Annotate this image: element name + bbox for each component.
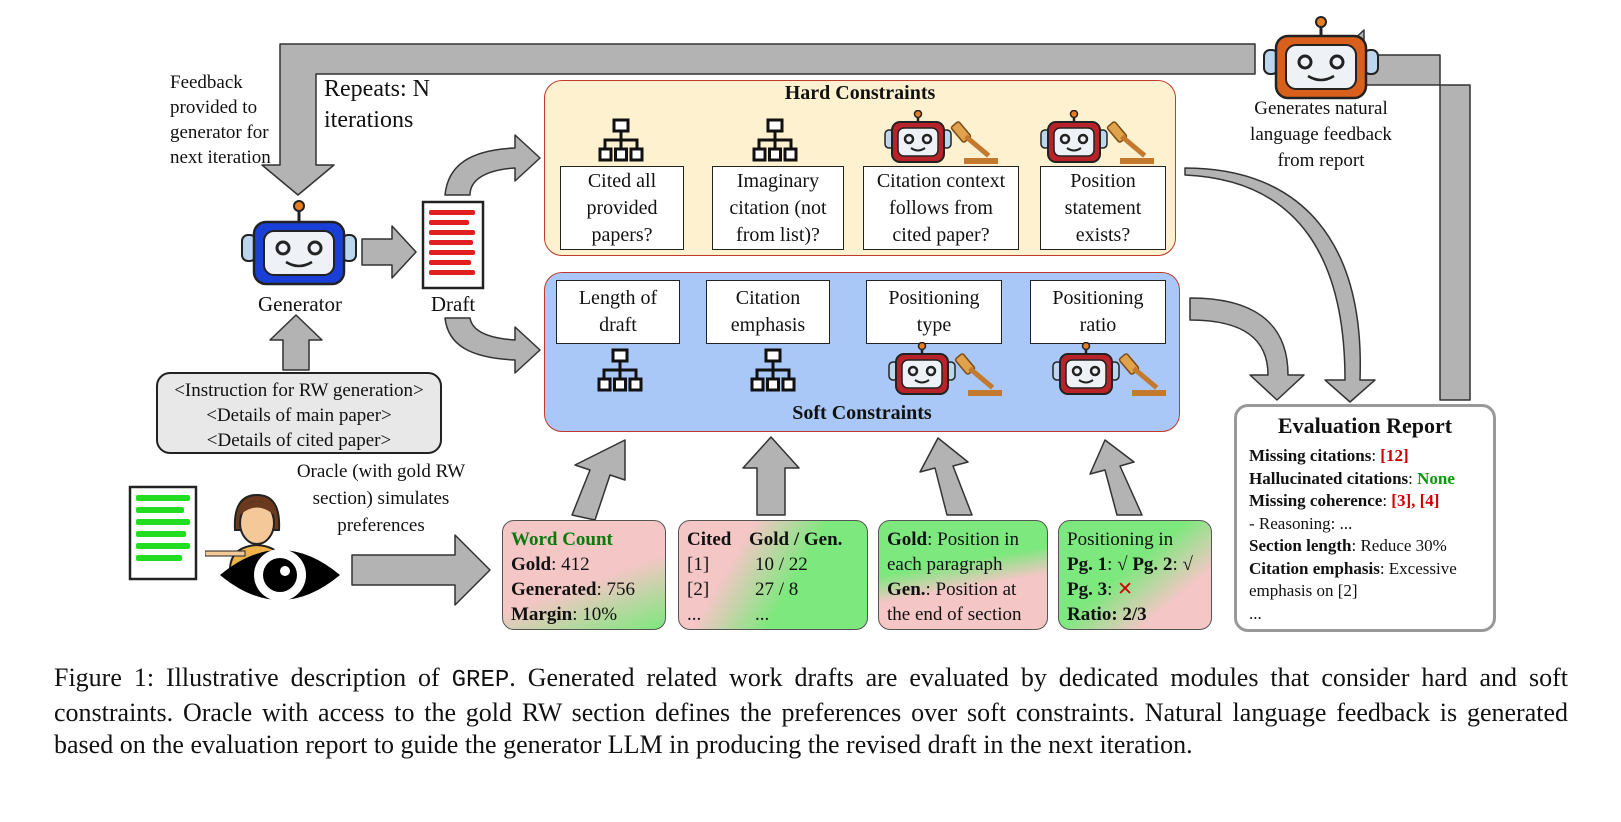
oracle-person-eye-icon	[205, 493, 340, 601]
draft-to-soft-arrow	[444, 317, 541, 374]
feedback-note: Feedback provided to generator for next …	[170, 72, 271, 168]
instruction-box: <Instruction for RW generation> <Details…	[156, 372, 442, 454]
hierarchy-icon	[750, 348, 796, 392]
citations-up-arrow	[742, 436, 800, 516]
report-title: Evaluation Report	[1277, 413, 1453, 438]
ratio-up-arrow	[1089, 439, 1143, 516]
generator-robot-icon	[241, 200, 357, 286]
word-count-title: Word Count	[511, 529, 613, 550]
report-hallucinated: Hallucinated citations: None	[1249, 468, 1455, 488]
robot-judge-icon	[1052, 342, 1166, 396]
report-emphasis: Citation emphasis: Excessive	[1249, 558, 1457, 578]
arrows-layer	[261, 29, 1471, 606]
report-reasoning: - Reasoning: ...	[1249, 513, 1353, 533]
table-row: ......	[687, 604, 770, 625]
wordcount-up-arrow	[571, 439, 626, 521]
hard-constraints-title: Hard Constraints	[784, 82, 936, 104]
feedback-robot-icon	[1263, 16, 1379, 100]
instructions-to-generator-arrow	[269, 314, 323, 371]
report-missing-citations: Missing citations: [12]	[1249, 446, 1409, 465]
word-count-card: Word Count Gold: 412 Generated: 756 Marg…	[502, 520, 666, 630]
draft-label: Draft	[430, 292, 476, 316]
draft-document-icon	[421, 200, 485, 290]
oracle-to-cards-arrow	[351, 534, 491, 606]
oracle-text: Oracle (with gold RW section) simulates …	[296, 461, 466, 536]
hierarchy-icon	[752, 118, 798, 162]
hard-to-report-arrow	[1184, 167, 1376, 403]
position-up-arrow	[919, 437, 973, 516]
hierarchy-icon	[597, 348, 643, 392]
figure-caption: Figure 1: Illustrative description of GR…	[54, 663, 1568, 759]
soft-to-report-arrow	[1189, 297, 1305, 401]
cited-paper-line: <Details of cited paper>	[206, 430, 392, 451]
robot-judge-icon	[888, 342, 1002, 396]
main-paper-line: <Details of main paper>	[206, 405, 392, 426]
feedback-generator-text: Generates natural language feedback from…	[1250, 98, 1392, 171]
grep-diagram: Feedback provided to generator for next …	[128, 16, 1496, 632]
feedback-loop-arrow	[261, 43, 1256, 196]
gold-section-document-icon	[128, 485, 198, 581]
position-card: Gold: Position in each paragraph Gen.: P…	[878, 520, 1048, 630]
report-coherence: Missing coherence: [3], [4]	[1249, 491, 1440, 510]
hierarchy-icon	[598, 118, 644, 162]
draft-to-hard-arrow	[444, 134, 541, 196]
repeats-note: Repeats: N iterations	[324, 76, 430, 133]
ratio-card: Positioning in Pg. 1: √ Pg. 2: √ Pg. 3: …	[1058, 520, 1212, 630]
soft-constraints-title: Soft Constraints	[792, 402, 932, 424]
instruction-line: <Instruction for RW generation>	[174, 380, 424, 401]
report-length: Section length: Reduce 30%	[1249, 536, 1447, 555]
robot-judge-icon	[884, 110, 998, 164]
generator-to-draft-arrow	[361, 225, 417, 279]
table-row: [2]27 / 8	[687, 579, 799, 600]
table-row: [1]10 / 22	[687, 554, 808, 575]
evaluation-report: Evaluation Report Missing citations: [12…	[1234, 404, 1496, 632]
robot-judge-icon	[1040, 110, 1154, 164]
generator-label: Generator	[258, 292, 342, 316]
